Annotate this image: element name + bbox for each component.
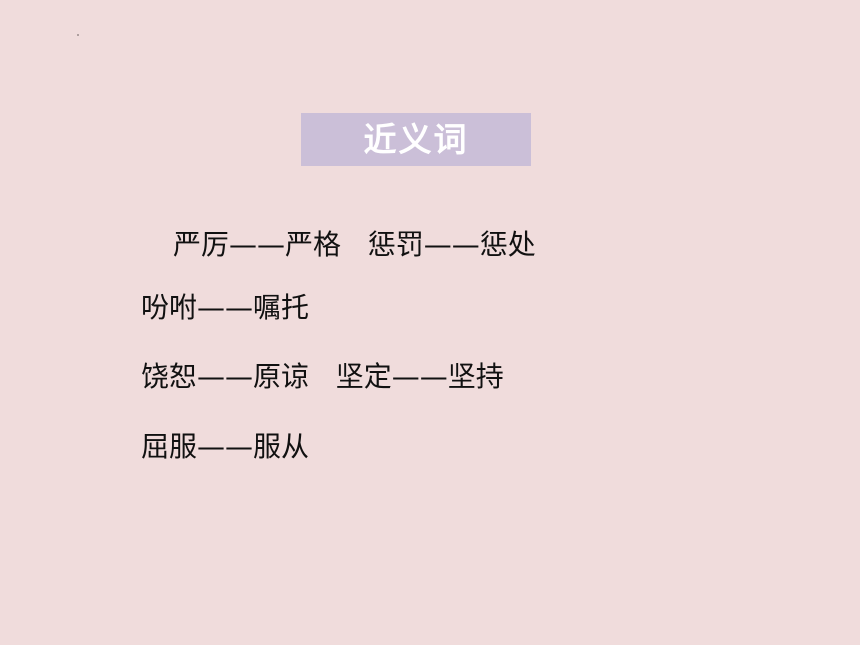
synonym-line-3: 饶恕——原谅 坚定——坚持 xyxy=(141,360,504,393)
slide-title: 近义词 xyxy=(363,120,469,159)
synonym-line-1: 严厉——严格 惩罚——惩处 xyxy=(173,228,536,261)
decorative-dot xyxy=(77,34,79,36)
synonym-line-2: 吩咐——嘱托 xyxy=(141,291,310,324)
synonym-line-4: 屈服——服从 xyxy=(141,430,310,463)
title-banner: 近义词 xyxy=(301,113,531,166)
